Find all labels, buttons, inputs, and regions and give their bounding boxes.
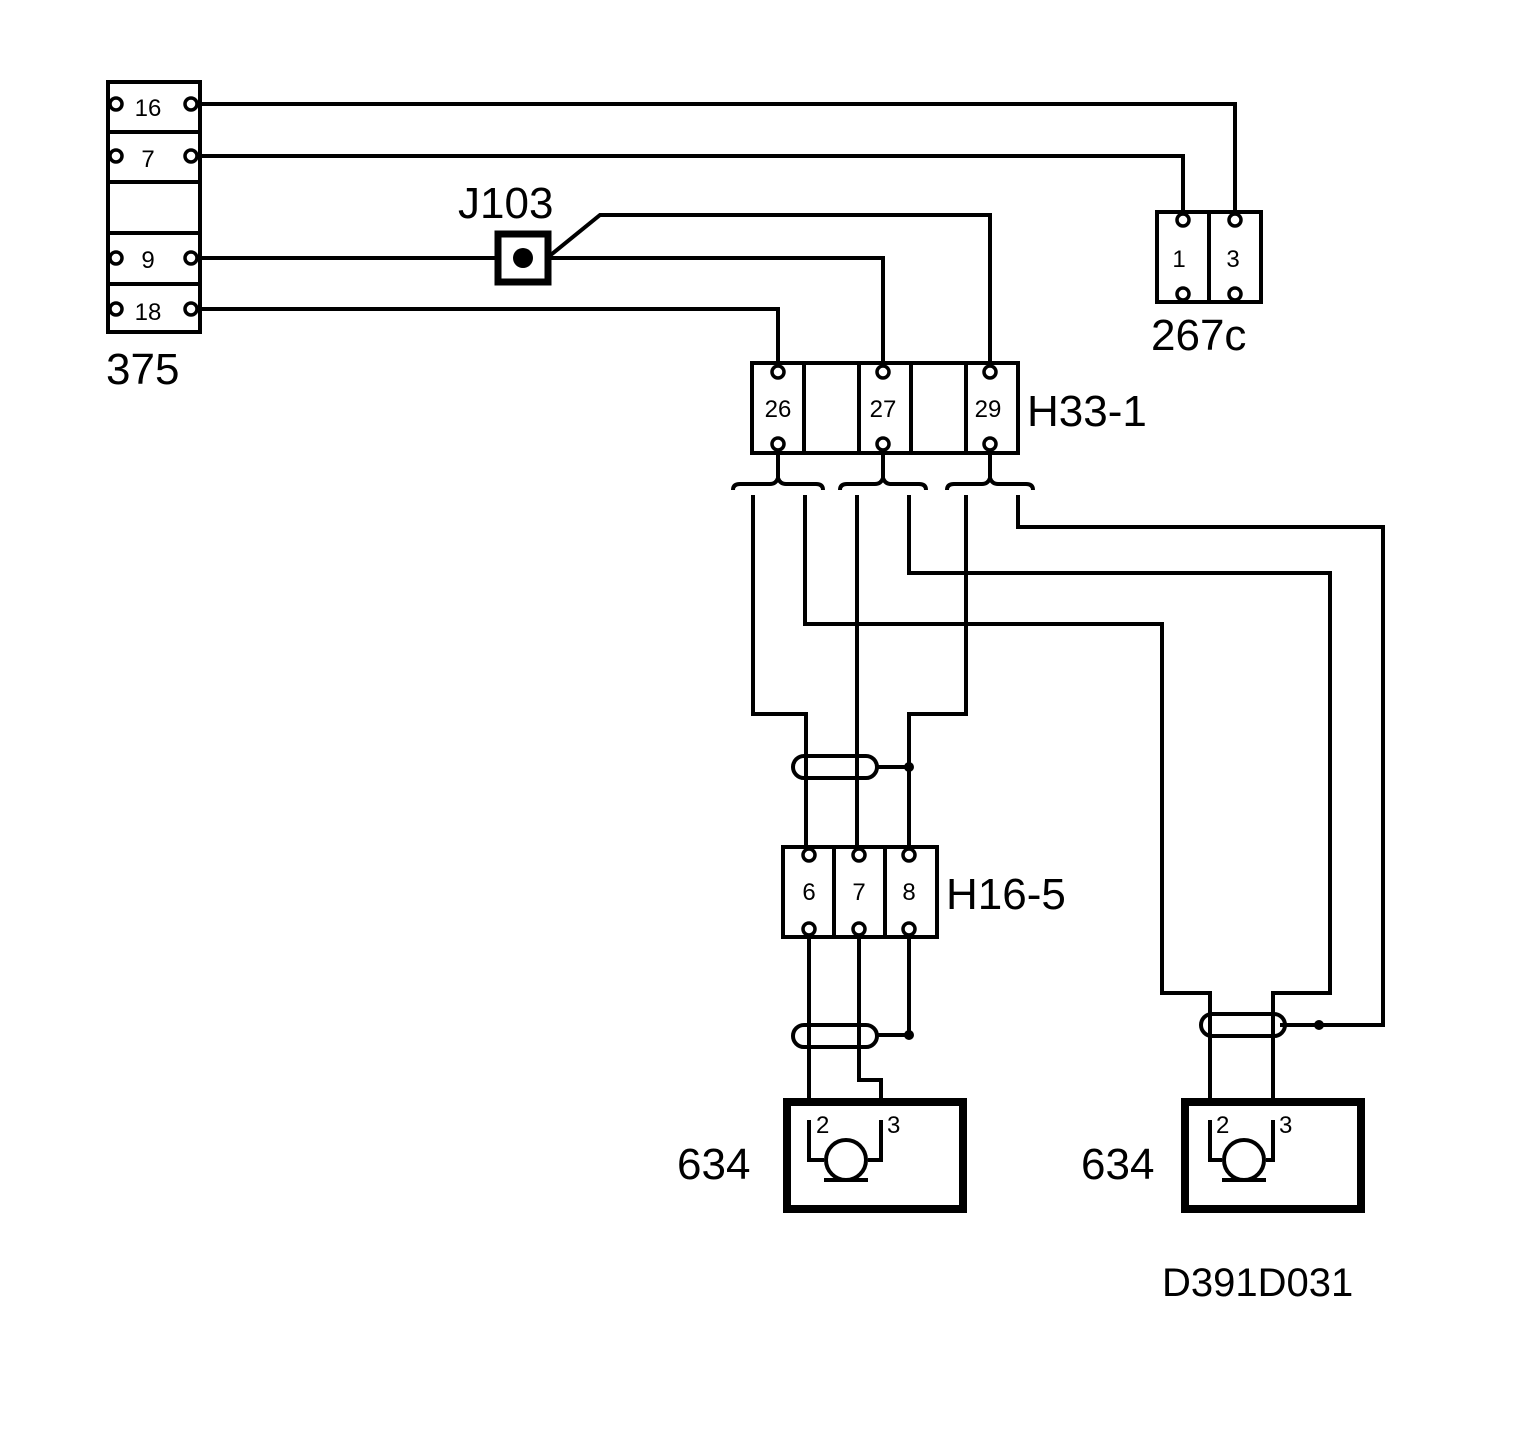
pin-label: 27 (870, 396, 897, 423)
wire-h16-8-shield (875, 932, 911, 1037)
wire-branch-a (751, 495, 808, 853)
wire-branch-d (907, 495, 1332, 1120)
sensor-coil-icon (1222, 1138, 1266, 1182)
pin-label: 3 (1226, 246, 1239, 273)
pin-label: 18 (135, 299, 162, 326)
drawing-reference: D391D031 (1162, 1261, 1353, 1305)
connector-h16-5: 6 7 8 H16-5 (781, 845, 1066, 939)
wire-branch-e (907, 495, 968, 853)
pin-label: 1 (1172, 246, 1185, 273)
wire-375-16-to-267c-3 (196, 102, 1237, 218)
connector-375: 16 7 9 18 375 (106, 80, 202, 394)
pin-label: 7 (852, 879, 865, 906)
pin-label: 16 (135, 95, 162, 122)
shield-oval-right (1199, 1012, 1287, 1038)
wire-branch-f (1016, 495, 1385, 1027)
pin-label: 7 (141, 146, 154, 173)
connector-267c: 1 3 267c (1151, 210, 1263, 360)
pin-label: 9 (141, 247, 154, 274)
shield-oval-lower (791, 1023, 879, 1049)
sensor-coil-icon (824, 1138, 868, 1182)
pin-label: 3 (1279, 1112, 1292, 1139)
wire-375-9-to-h33-27 (196, 256, 885, 370)
pin-label: 6 (802, 879, 815, 906)
component-label-375: 375 (106, 345, 179, 394)
component-label-634: 634 (1081, 1140, 1154, 1189)
splice-brace-29 (945, 471, 1035, 491)
component-label-h16-5: H16-5 (946, 870, 1066, 919)
shield-oval-upper (791, 754, 879, 780)
component-label-j103: J103 (458, 179, 553, 228)
component-label-h33-1: H33-1 (1027, 387, 1147, 436)
component-label-267c: 267c (1151, 311, 1246, 360)
sensor-634-right: 2 3 634 (1081, 1098, 1365, 1213)
connector-h33-1: 26 27 29 H33-1 (750, 361, 1147, 455)
splice-brace-27 (838, 471, 928, 491)
pin-label: 2 (816, 1112, 829, 1139)
junction-dot (904, 762, 914, 772)
wire-375-18-to-h33-26 (196, 307, 780, 370)
sensor-634-left: 2 3 634 (677, 1098, 967, 1213)
wires (196, 102, 1385, 1120)
component-label-634: 634 (677, 1140, 750, 1189)
pin-label: 3 (887, 1112, 900, 1139)
pin-label: 29 (975, 396, 1002, 423)
junction-j103: J103 (458, 179, 553, 286)
wire-j103-to-h33-29 (545, 213, 992, 370)
pin-label: 8 (902, 879, 915, 906)
splice-brace-26 (731, 471, 825, 491)
junction-dot (1314, 1020, 1324, 1030)
pin-label: 2 (1216, 1112, 1229, 1139)
pin-label: 26 (765, 396, 792, 423)
junction-dot (904, 1030, 914, 1040)
wire-375-7-to-267c-1 (196, 154, 1185, 218)
